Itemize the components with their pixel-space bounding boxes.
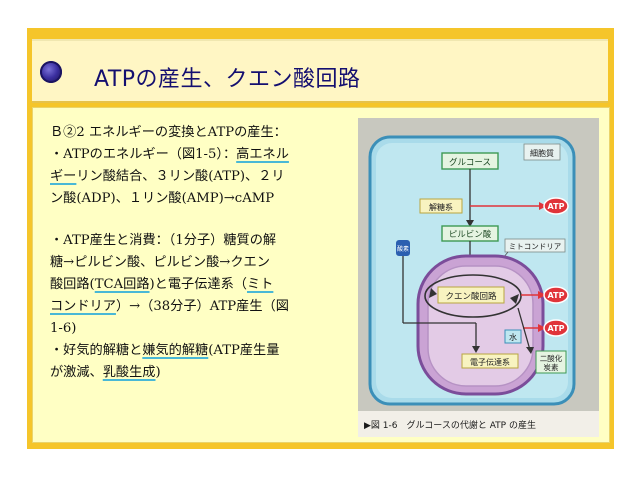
figure-caption: ▶図 1-6 グルコースの代謝と ATP の産生 (364, 419, 536, 431)
body-line: コンドリア）→（38分子）ATP産生（図 (50, 296, 350, 318)
body-line: ギーリン酸結合、３リン酸(ATP)、２リ (50, 166, 350, 188)
underlined-term: 高エネル (236, 147, 289, 162)
underlined-term: ギー (50, 169, 77, 184)
figure-1-6: 細胞質 グルコース 解糖系 ATP ピルビン酸 酸素 ミトコンドリア クエン酸回… (358, 118, 599, 437)
body-text-segment: リン酸結合、３リン酸(ATP)、２リ (76, 169, 285, 184)
tca-cycle (424, 274, 522, 318)
body-text-segment: ン酸(ADP)、１リン酸(AMP)→cAMP (50, 191, 275, 206)
body-line: ・好気的解糖と嫌気的解糖(ATP産生量 (50, 340, 350, 362)
underlined-term: 嫌気的解糖 (142, 343, 209, 358)
body-line: ・ATPのエネルギー（図1-5）：高エネル (50, 144, 350, 166)
atp-3: ATP (548, 324, 565, 333)
body-line: 糖→ピルビン酸、ピルビン酸→クエン (50, 252, 350, 274)
underlined-term: コンドリア (50, 299, 116, 314)
underlined-term: TCA回路 (94, 277, 150, 292)
body-line: Ｂ②2 エネルギーの変換とATPの産生： (50, 122, 350, 144)
body-text-segment: ）→（38分子）ATP産生（図 (115, 299, 289, 314)
pyruvate-label: ピルビン酸 (449, 229, 492, 240)
body-line: 1-6) (50, 318, 350, 340)
bullet-icon (40, 61, 62, 83)
underlined-term: ミト (246, 277, 274, 292)
body-text-segment: 糖→ピルビン酸、ピルビン酸→クエン (50, 255, 270, 270)
body-text-segment: が激減、 (50, 365, 103, 380)
body-text: Ｂ②2 エネルギーの変換とATPの産生： ・ATPのエネルギー（図1-5）：高エネ… (50, 122, 350, 384)
body-line: ・ATP産生と消費：（1分子）糖質の解 (50, 230, 350, 252)
body-text-segment: Ｂ②2 エネルギーの変換とATPの産生： (50, 125, 287, 140)
body-line: ン酸(ADP)、１リン酸(AMP)→cAMP (50, 188, 350, 210)
body-line: 酸回路(TCA回路)と電子伝達系（ミト (50, 274, 350, 296)
body-text-segment: ) (155, 365, 161, 380)
title-bar (32, 39, 608, 103)
etc-label: 電子伝達系 (470, 357, 510, 367)
slide-title: ATPの産生、クエン酸回路 (94, 67, 361, 92)
atp-1: ATP (548, 202, 565, 211)
body-text-segment: 酸回路( (50, 277, 95, 292)
body-text-segment: 1-6) (50, 321, 77, 336)
glucose-label: グルコース (449, 157, 491, 168)
body-text-segment: )と電子伝達系（ (149, 277, 247, 292)
body-spacer (50, 210, 350, 230)
body-text-segment: ・好気的解糖と (50, 343, 143, 358)
glycolysis-label: 解糖系 (429, 202, 453, 212)
co2-label-1: 二酸化 (540, 353, 563, 363)
cytoplasm-label: 細胞質 (530, 148, 554, 158)
body-text-segment: ・ATPのエネルギー（図1-5）： (50, 147, 237, 162)
body-text-segment: ・ATP産生と消費：（1分子）糖質の解 (50, 233, 277, 248)
body-text-segment: (ATP産生量 (208, 343, 280, 358)
co2-label-2: 炭素 (544, 362, 559, 372)
atp-2: ATP (548, 291, 565, 300)
oxygen-label: 酸素 (397, 245, 409, 253)
tca-label: クエン酸回路 (445, 291, 497, 302)
underlined-term: 乳酸生成 (102, 365, 156, 380)
water-label: 水 (509, 332, 517, 342)
mitochondria-label: ミトコンドリア (509, 242, 562, 251)
body-line: が激減、乳酸生成) (50, 362, 350, 384)
